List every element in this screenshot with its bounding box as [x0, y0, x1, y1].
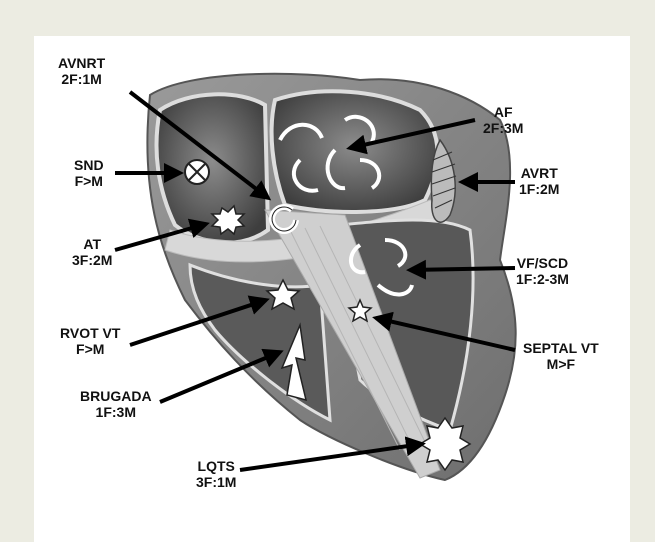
af-name: AF [483, 104, 523, 120]
right-atrium [156, 94, 268, 242]
rvot-ratio: F>M [60, 341, 120, 357]
label-avnrt: AVNRT 2F:1M [58, 55, 105, 87]
right-ventricle [190, 265, 330, 420]
snd-ratio: F>M [74, 173, 104, 189]
at-ratio: 3F:2M [72, 252, 112, 268]
lqts-ratio: 3F:1M [196, 474, 236, 490]
lqts-star-symbol [420, 418, 470, 470]
avnrt-name: AVNRT [58, 55, 105, 71]
lqts-name: LQTS [196, 458, 236, 474]
label-lqts: LQTS 3F:1M [196, 458, 236, 490]
vf-name: VF/SCD [516, 255, 569, 271]
snd-symbol [185, 160, 209, 184]
label-snd: SND F>M [74, 157, 104, 189]
septal-ratio: M>F [523, 356, 599, 372]
label-septal-vt: SEPTAL VT M>F [523, 340, 599, 372]
avrt-ratio: 1F:2M [519, 181, 559, 197]
label-af: AF 2F:3M [483, 104, 523, 136]
septal-name: SEPTAL VT [523, 340, 599, 356]
avrt-name: AVRT [519, 165, 559, 181]
label-rvot-vt: RVOT VT F>M [60, 325, 120, 357]
vf-ratio: 1F:2-3M [516, 271, 569, 287]
label-at: AT 3F:2M [72, 236, 112, 268]
snd-name: SND [74, 157, 104, 173]
brugada-name: BRUGADA [80, 388, 152, 404]
af-ratio: 2F:3M [483, 120, 523, 136]
brugada-ratio: 1F:3M [80, 404, 152, 420]
left-atrium [272, 91, 438, 212]
avnrt-ratio: 2F:1M [58, 71, 105, 87]
label-avrt: AVRT 1F:2M [519, 165, 559, 197]
label-vf-scd: VF/SCD 1F:2-3M [516, 255, 569, 287]
heart-illustration [147, 74, 515, 480]
rvot-name: RVOT VT [60, 325, 120, 341]
at-name: AT [72, 236, 112, 252]
label-brugada: BRUGADA 1F:3M [80, 388, 152, 420]
